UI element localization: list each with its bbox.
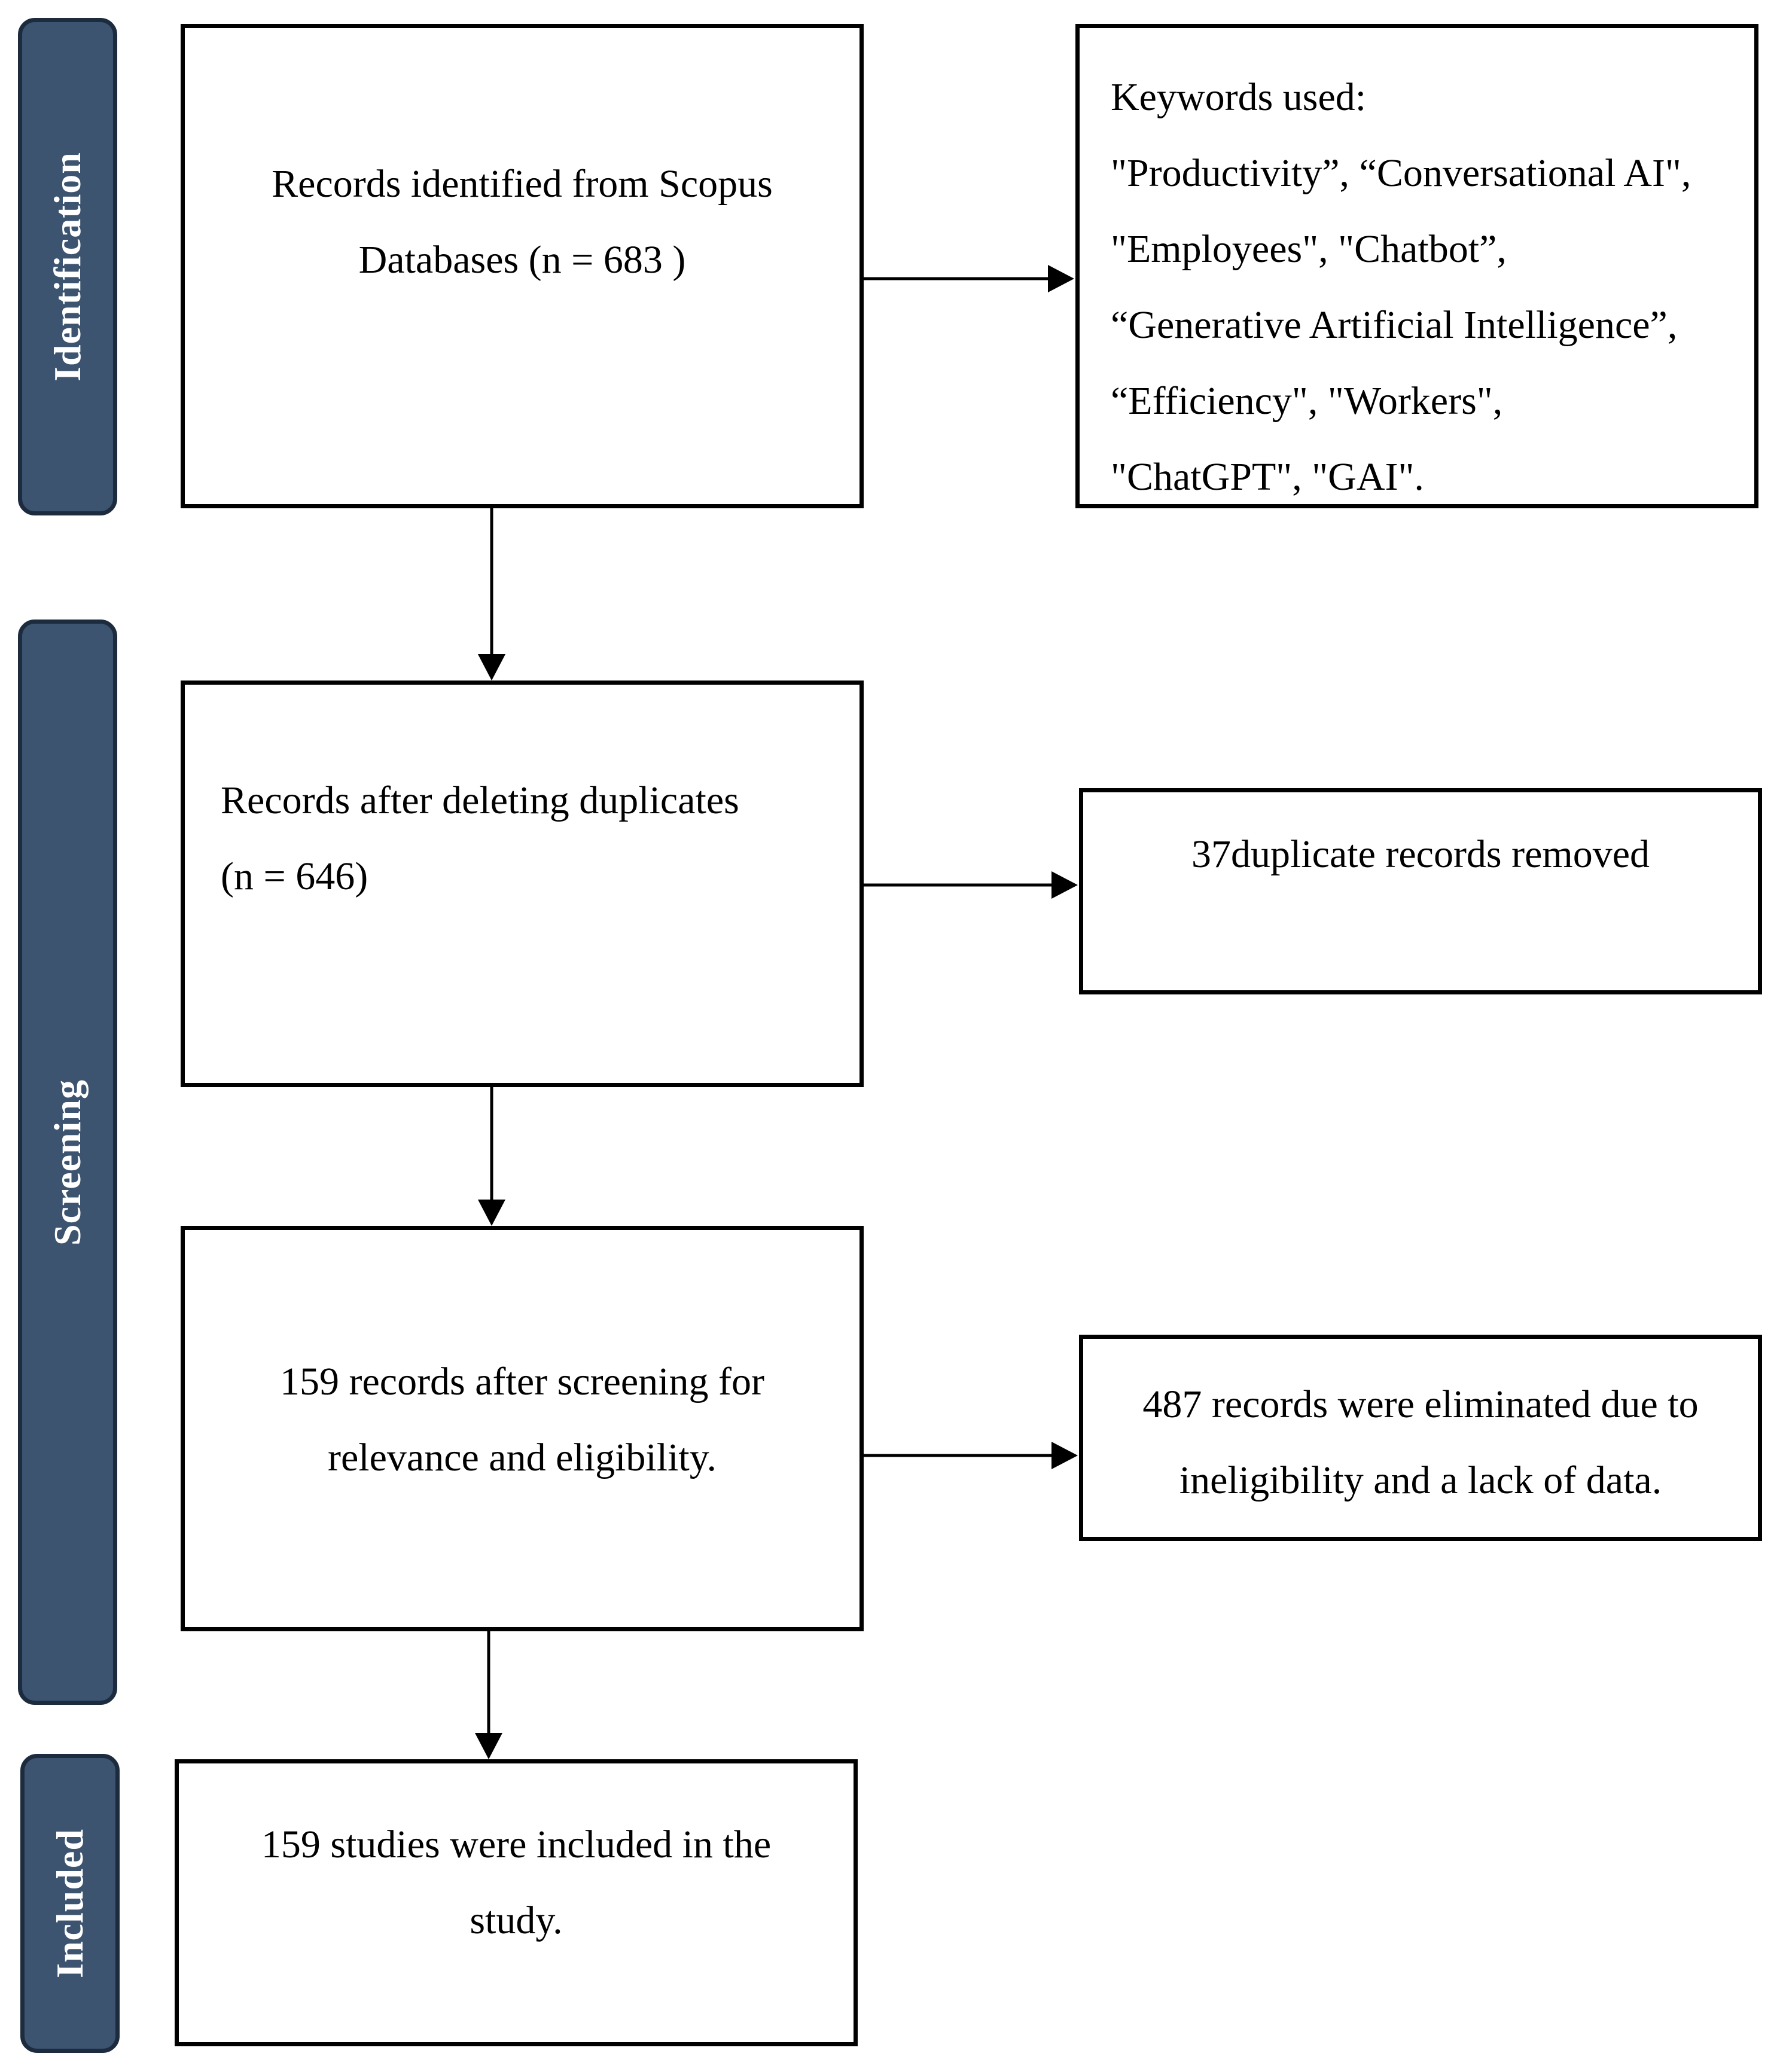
keywords-line: "Productivity”, “Conversational AI", [1111, 151, 1691, 195]
eliminated-line: 487 records were eliminated due to [1142, 1383, 1699, 1426]
box-eliminated: 487 records were eliminated due to ineli… [1079, 1335, 1762, 1541]
eliminated-line: ineligibility and a lack of data. [1179, 1458, 1662, 1502]
duplicates-removed-text: 37duplicate records removed [1083, 816, 1758, 892]
keywords-line: Keywords used: [1111, 75, 1367, 119]
keywords-line: "Employees", "Chatbot”, [1111, 227, 1507, 271]
phase-identification: Identification [18, 18, 117, 515]
phase-identification-label: Identification [46, 152, 89, 382]
eliminated-text: 487 records were eliminated due to ineli… [1083, 1366, 1758, 1518]
after-duplicates-line: Records after deleting duplicates [221, 779, 739, 822]
box-duplicates-removed: 37duplicate records removed [1079, 788, 1762, 994]
keywords-line: “Efficiency", "Workers", [1111, 379, 1503, 423]
box-after-duplicates: Records after deleting duplicates (n = 6… [181, 681, 864, 1087]
included-studies-text: 159 studies were included in the study. [179, 1806, 854, 1958]
keywords-line: “Generative Artificial Intelligence”, [1111, 303, 1678, 347]
after-screening-line: relevance and eligibility. [328, 1436, 717, 1479]
arrowhead-keywords [1048, 265, 1074, 292]
after-screening-line: 159 records after screening for [280, 1360, 764, 1403]
after-duplicates-text: Records after deleting duplicates (n = 6… [221, 762, 739, 914]
box-keywords: Keywords used: "Productivity”, “Conversa… [1075, 24, 1758, 508]
phase-screening: Screening [18, 620, 117, 1705]
arrowhead-screening-to-included [475, 1733, 502, 1759]
after-duplicates-line: (n = 646) [221, 855, 368, 898]
phase-included: Included [20, 1754, 120, 2053]
phase-screening-label: Screening [46, 1079, 89, 1246]
duplicates-removed-line: 37duplicate records removed [1191, 832, 1650, 876]
included-studies-line: 159 studies were included in the [261, 1823, 772, 1866]
arrowhead-identified-to-duplicates [478, 654, 505, 681]
arrowhead-eliminated [1051, 1442, 1078, 1469]
box-after-screening: 159 records after screening for relevanc… [181, 1226, 864, 1631]
box-included-studies: 159 studies were included in the study. [175, 1759, 858, 2046]
keywords-text: Keywords used: "Productivity”, “Conversa… [1111, 59, 1691, 515]
records-identified-text: Records identified from Scopus Databases… [185, 146, 859, 298]
records-identified-line: Databases (n = 683 ) [358, 238, 686, 282]
arrowhead-duplicates-removed [1051, 871, 1078, 899]
keywords-line: "ChatGPT", "GAI". [1111, 455, 1424, 499]
phase-included-label: Included [48, 1829, 91, 1978]
included-studies-line: study. [470, 1899, 563, 1942]
arrowhead-duplicates-to-screening [478, 1200, 505, 1226]
after-screening-text: 159 records after screening for relevanc… [185, 1344, 859, 1496]
box-records-identified: Records identified from Scopus Databases… [181, 24, 864, 508]
records-identified-line: Records identified from Scopus [272, 162, 773, 206]
